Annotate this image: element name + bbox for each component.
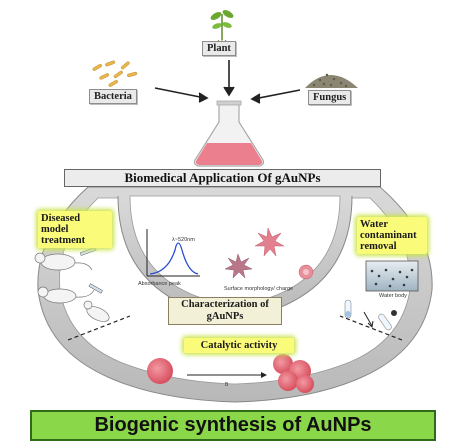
catalytic-nanoparticles: B bbox=[147, 354, 314, 393]
diagram-title: Biomedical Application Of gAuNPs bbox=[64, 169, 381, 187]
surface-annotation: Surface morphology/ charge bbox=[224, 286, 294, 292]
catalytic-activity-label: Catalytic activity bbox=[184, 338, 294, 353]
water-body-annotation: Water body bbox=[379, 293, 407, 299]
syringe-icon bbox=[79, 247, 103, 294]
test-tube-icon bbox=[344, 299, 397, 331]
plant-sprout-icon bbox=[210, 10, 234, 45]
svg-text:B: B bbox=[225, 382, 229, 388]
characterization-label: Characterization of gAuNPs bbox=[168, 297, 282, 325]
diseased-model-label: Diseased model treatment bbox=[38, 211, 112, 248]
mouse-icon bbox=[34, 252, 110, 322]
water-body-icon bbox=[365, 260, 419, 292]
absorbance-plot bbox=[146, 229, 200, 277]
arrows-to-flask bbox=[154, 60, 301, 104]
absorbance-annotation: Absorbance peak bbox=[138, 281, 181, 287]
spiky-nanoparticle-icon bbox=[224, 253, 253, 279]
star-nanoparticle-icon bbox=[254, 227, 285, 257]
erlenmeyer-flask-icon bbox=[193, 100, 265, 167]
bacteria-icon bbox=[92, 60, 138, 87]
water-contaminant-label: Water contaminant removal bbox=[357, 217, 427, 254]
flower-nanoparticle-icon bbox=[298, 264, 314, 280]
fungus-pile-icon bbox=[305, 73, 358, 88]
plant-label: Plant bbox=[202, 41, 236, 56]
bacteria-label: Bacteria bbox=[89, 89, 137, 104]
fungus-label: Fungus bbox=[308, 90, 352, 105]
application-ring bbox=[37, 186, 433, 403]
biogenic-synthesis-banner: Biogenic synthesis of AuNPs bbox=[30, 410, 436, 441]
lambda-annotation: λ~520nm bbox=[172, 237, 195, 243]
